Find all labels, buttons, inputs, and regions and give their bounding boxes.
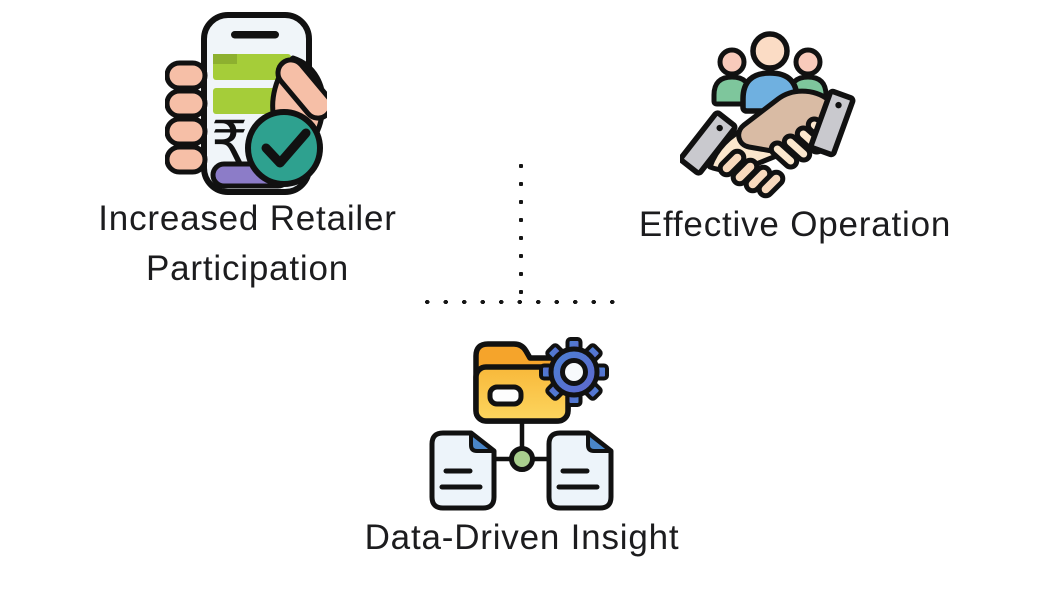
- document-icon: [429, 430, 497, 511]
- left-cuff: [680, 110, 738, 176]
- check-badge-icon: [245, 109, 323, 187]
- document-icon: [546, 430, 614, 511]
- folder-gear-documents-icon: [429, 337, 614, 511]
- handshake-with-team-icon: [680, 31, 856, 199]
- feature-label-increased-retailer-participation: Increased Retailer Participation: [25, 194, 470, 294]
- mobile-payment-in-hand-icon: ₹: [165, 12, 327, 195]
- gear-icon: [539, 337, 609, 407]
- dotted-connector-horizontal: [418, 299, 624, 305]
- dotted-connector-vertical: [518, 157, 524, 294]
- label-line: Participation: [145, 249, 349, 288]
- label-line: Increased Retailer: [98, 199, 397, 238]
- label-line: Effective Operation: [638, 205, 952, 244]
- feature-label-data-driven-insight: Data-Driven Insight: [293, 513, 751, 563]
- label-line: Data-Driven Insight: [364, 518, 680, 557]
- connector-node: [509, 446, 535, 472]
- handshake-hands: [680, 88, 856, 199]
- holding-hand-fingers: [165, 60, 208, 175]
- feature-label-effective-operation: Effective Operation: [583, 200, 1007, 250]
- right-cuff: [808, 88, 856, 158]
- phone-speaker: [231, 31, 279, 39]
